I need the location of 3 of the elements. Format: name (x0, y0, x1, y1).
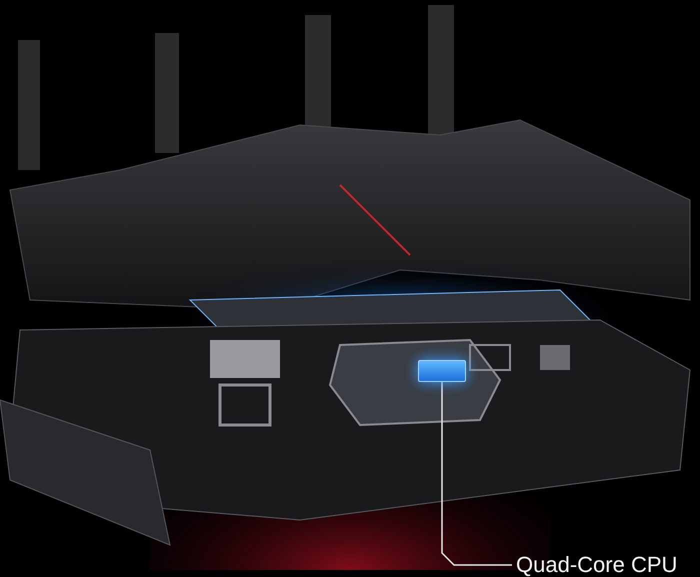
cpu-chip (418, 360, 466, 382)
callout-label: Quad-Core CPU (516, 552, 678, 577)
leader-line (441, 382, 512, 566)
